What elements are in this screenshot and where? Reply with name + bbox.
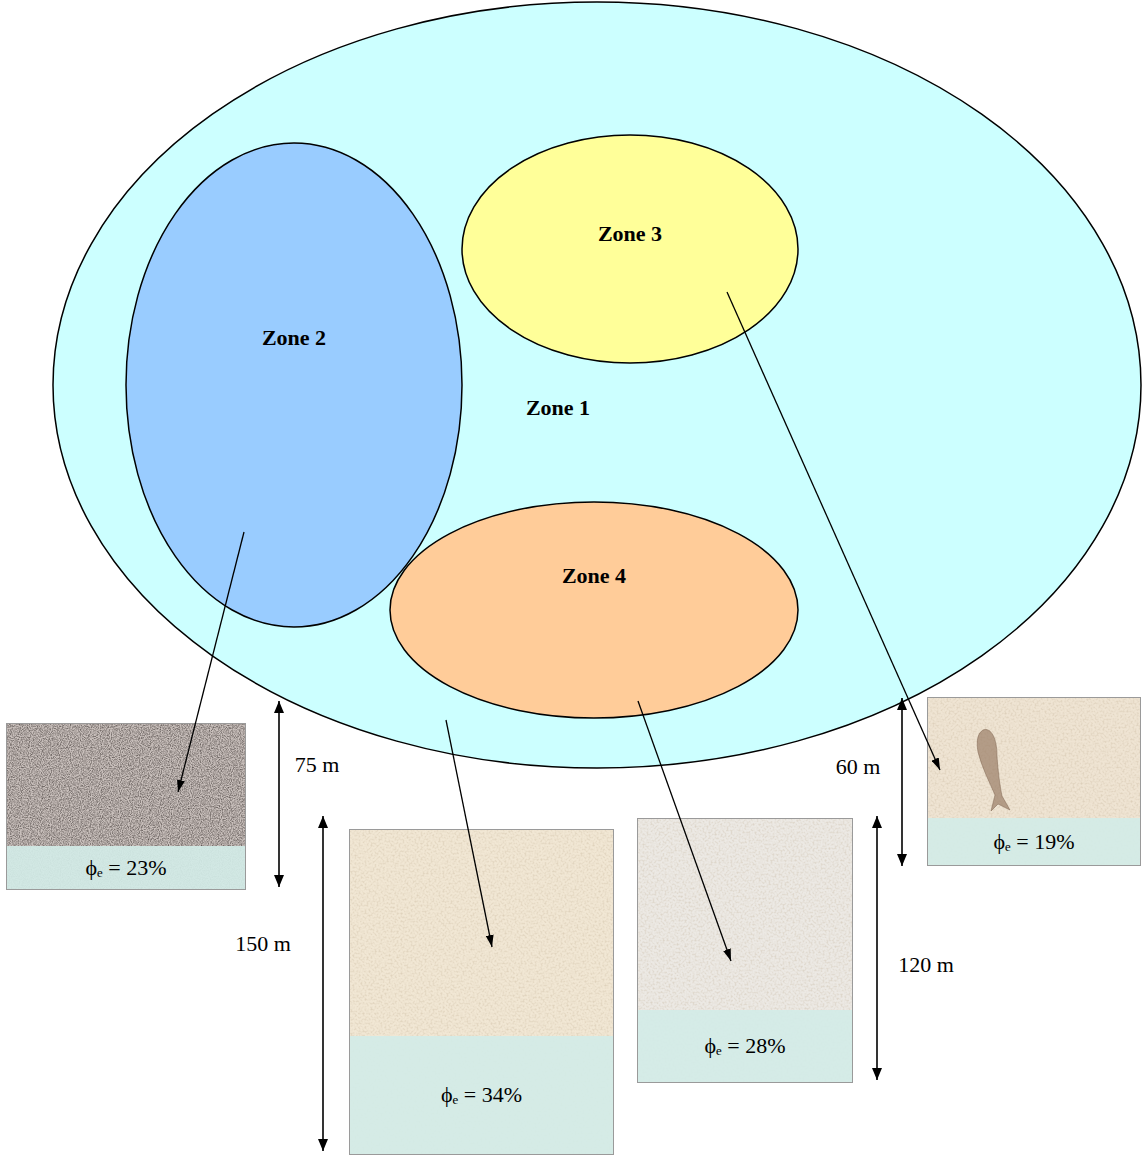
- porosity-label: ϕₑ = 23%: [86, 855, 167, 881]
- porosity-label: ϕₑ = 34%: [441, 1082, 522, 1108]
- zone-outline: [462, 135, 798, 363]
- dimension-label: 75 m: [293, 752, 342, 778]
- porosity-label: ϕₑ = 19%: [994, 829, 1075, 855]
- rock-sample: ϕₑ = 34%: [349, 829, 614, 1155]
- zone-outline: [390, 502, 798, 718]
- rock-sample: ϕₑ = 19%: [927, 697, 1141, 866]
- zone-region: Zone 1 Zone 2 Zone 3 Zone 4: [53, 2, 1141, 768]
- dimension-arrow: [278, 701, 280, 887]
- rock-texture: [349, 829, 614, 1155]
- porosity-band: [6, 846, 246, 890]
- dimension-label: 150 m: [233, 931, 293, 957]
- sample-border: [7, 724, 246, 890]
- dimension-arrow: [876, 816, 878, 1080]
- zone-label: Zone 1: [526, 395, 590, 421]
- dimension-label: 60 m: [834, 754, 883, 780]
- sample-border: [928, 698, 1141, 866]
- rock-texture: [637, 818, 853, 1083]
- zone-label: Zone 3: [598, 221, 662, 247]
- dimension-arrow: [901, 698, 903, 866]
- porosity-label: ϕₑ = 28%: [705, 1033, 786, 1059]
- rock-texture: [6, 723, 246, 890]
- rock-texture: [927, 697, 1141, 866]
- dimension-arrow: [322, 816, 324, 1151]
- rock-grain: [349, 829, 614, 1155]
- rock-grain: [6, 723, 246, 890]
- zone-shape: [51, 0, 1143, 770]
- sample-border: [350, 830, 614, 1155]
- sample-border: [638, 819, 853, 1083]
- zone-label: Zone 4: [562, 563, 626, 589]
- zone-shape: [124, 141, 464, 629]
- zone-shape: [460, 133, 800, 365]
- zone-region: Zone 2: [126, 143, 462, 627]
- zone-region: Zone 4: [390, 502, 798, 718]
- dimension-label: 120 m: [896, 952, 956, 978]
- zone-outline: [53, 2, 1141, 768]
- zone-shape: [388, 500, 800, 720]
- zone-outline: [126, 143, 462, 627]
- rock-grain: [637, 818, 853, 1083]
- rock-sample: ϕₑ = 28%: [637, 818, 853, 1083]
- zone-label: Zone 2: [262, 325, 326, 351]
- rock-sample: ϕₑ = 23%: [6, 723, 246, 890]
- rock-grain: [927, 697, 1141, 866]
- porosity-band: [927, 818, 1141, 866]
- porosity-band: [637, 1010, 853, 1083]
- porosity-band: [349, 1036, 614, 1155]
- zone-region: Zone 3: [462, 135, 798, 363]
